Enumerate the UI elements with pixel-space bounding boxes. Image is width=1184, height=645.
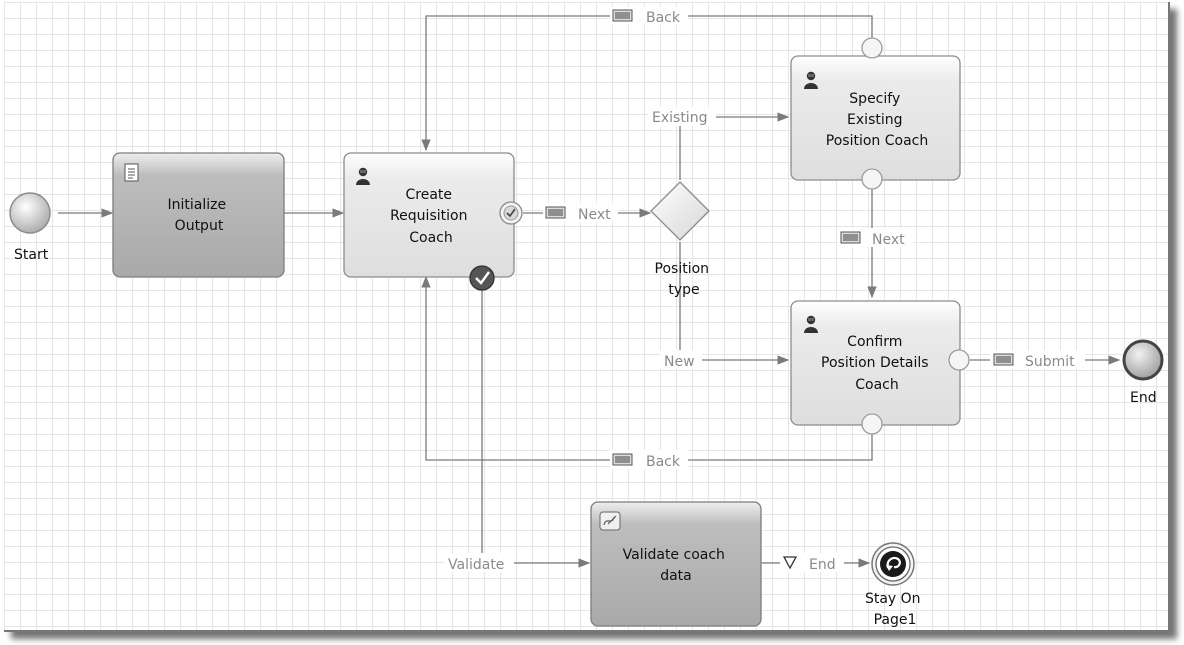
message-icon bbox=[993, 353, 1014, 366]
stay-on-page-event[interactable]: Stay On Page1 bbox=[865, 542, 925, 628]
start-event[interactable]: Start bbox=[9, 192, 51, 263]
boundary-port[interactable] bbox=[861, 168, 883, 190]
flow-labels: Back Next Existing New Next Submit Back bbox=[444, 7, 1085, 573]
flow-label-new: New bbox=[664, 354, 695, 370]
task-create-requisition-coach[interactable]: Create Requisition Coach bbox=[343, 152, 523, 291]
boundary-port[interactable] bbox=[948, 349, 970, 371]
flow-label-back-top: Back bbox=[646, 10, 681, 26]
node-line: Coach bbox=[855, 377, 899, 393]
boundary-check-icon[interactable] bbox=[499, 201, 523, 225]
task-specify-existing-position-coach[interactable]: Specify Existing Position Coach bbox=[790, 37, 961, 190]
flow-existing[interactable] bbox=[679, 112, 790, 180]
task-initialize-output[interactable]: Initialize Output bbox=[112, 152, 285, 278]
svg-text:Specify Existing: Specify Existing Position Coach bbox=[826, 91, 928, 149]
flow-new[interactable] bbox=[679, 242, 790, 365]
svg-text:Initialize Output: Initialize Output bbox=[167, 197, 230, 234]
flow-label-submit: Submit bbox=[1025, 354, 1075, 370]
diagram-canvas bbox=[4, 2, 1170, 632]
boundary-port[interactable] bbox=[861, 37, 883, 59]
task-validate-coach-data[interactable]: Validate coach data bbox=[590, 501, 762, 627]
node-line: Output bbox=[175, 218, 224, 234]
message-icon bbox=[840, 231, 861, 244]
node-line: Page1 bbox=[874, 612, 917, 628]
message-icon bbox=[612, 453, 633, 466]
script-icon bbox=[124, 163, 139, 182]
task-confirm-position-details-coach[interactable]: Confirm Position Details Coach bbox=[790, 300, 970, 435]
node-line: data bbox=[660, 568, 692, 584]
script-icon bbox=[599, 511, 621, 531]
svg-text:Confirm Position Detai: Confirm Position Details Coach bbox=[821, 334, 933, 393]
message-icon bbox=[612, 9, 633, 22]
node-line: Position bbox=[655, 261, 710, 277]
flow-label-validate: Validate bbox=[448, 557, 504, 573]
svg-text:Position type: Position type bbox=[655, 261, 714, 298]
filter-end-icon bbox=[782, 556, 798, 570]
node-line: Existing bbox=[847, 112, 902, 128]
node-line: Confirm bbox=[847, 334, 902, 350]
node-line: Coach bbox=[409, 230, 453, 246]
flow-validate[interactable] bbox=[481, 287, 591, 568]
start-label: Start bbox=[14, 247, 49, 263]
node-line: Position Coach bbox=[826, 133, 928, 149]
end-label: End bbox=[1130, 390, 1157, 406]
flow-label-existing: Existing bbox=[652, 110, 707, 126]
gateway-position-type[interactable]: Position type bbox=[650, 181, 714, 298]
node-line: Requisition bbox=[390, 208, 467, 224]
node-line: Initialize bbox=[167, 197, 226, 213]
node-line: Position Details bbox=[821, 355, 929, 371]
flow-label-next-create: Next bbox=[578, 207, 611, 223]
node-line: Create bbox=[406, 187, 453, 203]
end-event[interactable]: End bbox=[1122, 339, 1164, 406]
stay-on-page-icon bbox=[880, 551, 906, 577]
message-icon bbox=[545, 206, 566, 219]
boundary-port[interactable] bbox=[861, 413, 883, 435]
svg-text:Validate coach data: Validate coach data bbox=[623, 547, 730, 584]
node-line: type bbox=[668, 282, 699, 298]
svg-text:Stay On Page1: Stay On Page1 bbox=[865, 591, 925, 628]
flow-label-back-bottom: Back bbox=[646, 454, 681, 470]
flow-label-end-validate: End bbox=[809, 557, 836, 573]
validation-check-icon[interactable] bbox=[469, 265, 495, 291]
node-line: Stay On bbox=[865, 591, 921, 607]
flow-label-next-specify: Next bbox=[872, 232, 905, 248]
svg-text:Create Requisition: Create Requisition Coach bbox=[390, 187, 472, 246]
node-line: Specify bbox=[849, 91, 900, 107]
node-line: Validate coach bbox=[623, 547, 725, 563]
